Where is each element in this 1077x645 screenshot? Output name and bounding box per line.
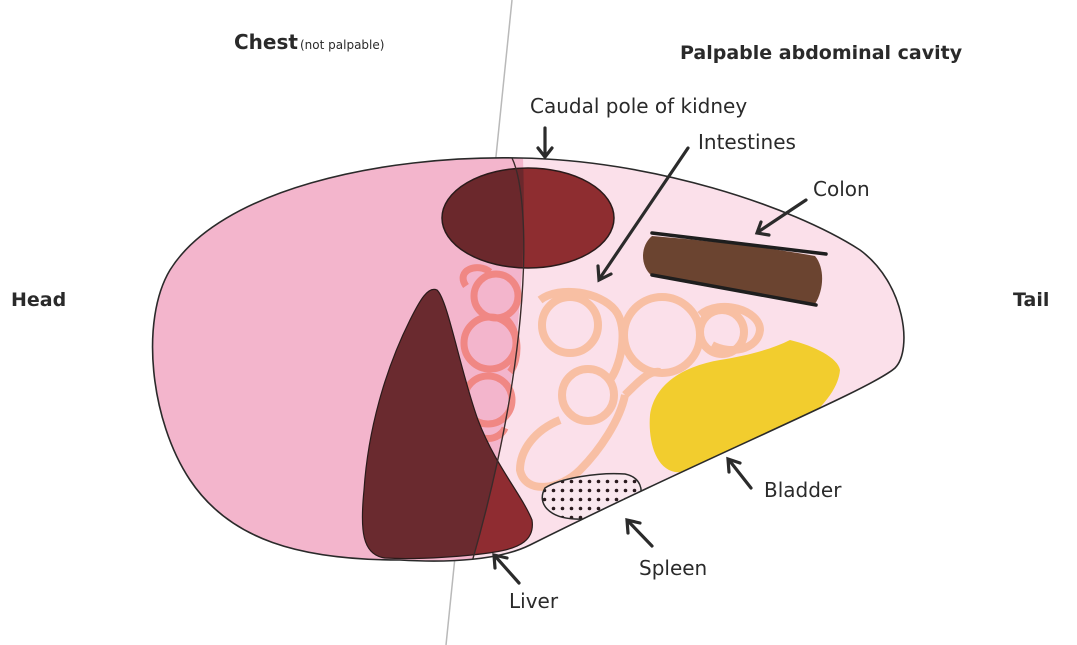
colon-label: Colon	[813, 177, 870, 201]
liver	[361, 288, 533, 560]
colon-arrow	[754, 198, 808, 237]
liver-arrow	[492, 552, 521, 585]
colon	[643, 231, 828, 307]
chest-label: Chest	[234, 30, 298, 54]
kidney-arrow	[536, 126, 554, 160]
intestines-label: Intestines	[698, 130, 796, 154]
liver-label: Liver	[509, 589, 559, 613]
tail-label: Tail	[1013, 289, 1049, 311]
chest-note-label: (not palpable)	[300, 38, 384, 52]
spleen-arrow	[625, 517, 654, 548]
diaphragm-line	[445, 157, 525, 562]
kidney	[441, 167, 615, 269]
bladder-label: Bladder	[764, 478, 842, 502]
spleen-label: Spleen	[639, 556, 707, 580]
abdomen-label: Palpable abdominal cavity	[680, 42, 963, 64]
head-label: Head	[11, 289, 66, 311]
kidney-label: Caudal pole of kidney	[530, 94, 747, 118]
body-outline	[151, 157, 905, 562]
bladder-arrow	[726, 456, 753, 490]
bladder	[649, 340, 840, 473]
intestines-caudal	[515, 287, 765, 491]
arrows	[492, 126, 808, 585]
intestines-arrow	[596, 146, 690, 283]
